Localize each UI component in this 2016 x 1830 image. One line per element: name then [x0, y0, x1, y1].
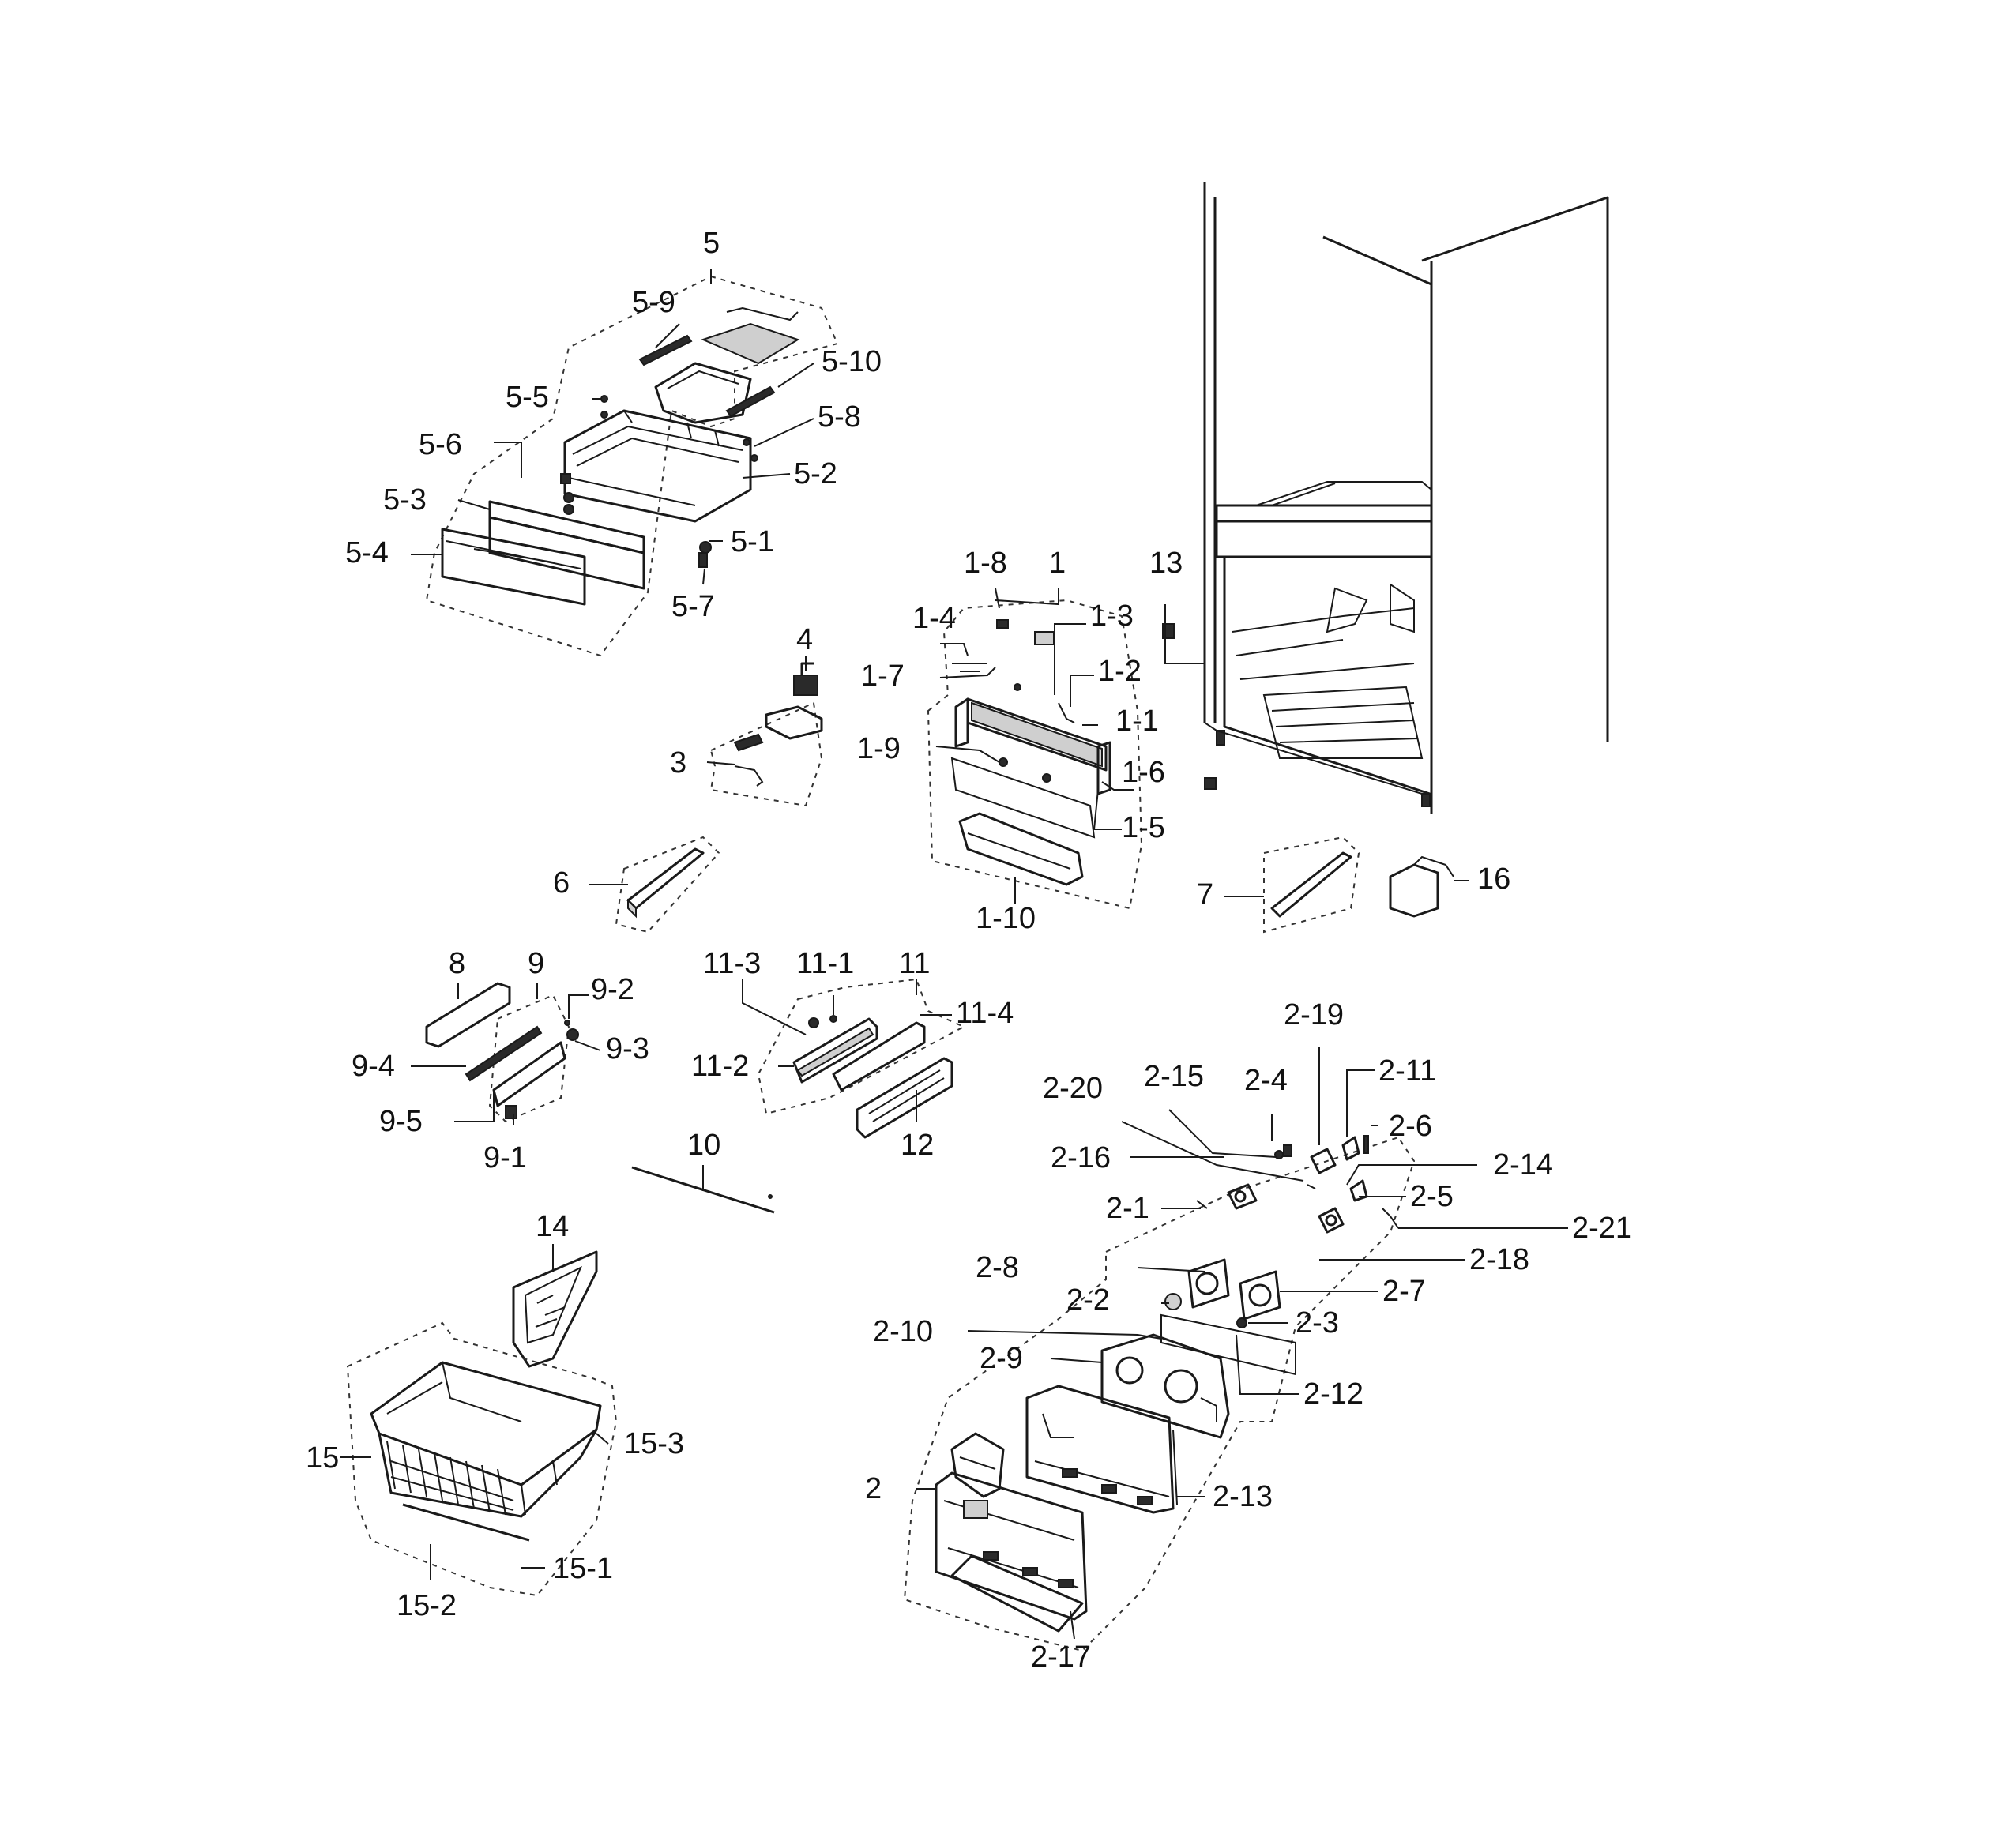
- label-9-1: 9-1: [483, 1141, 527, 1174]
- label-1-10: 1-10: [976, 902, 1036, 935]
- label-11-4: 11-4: [956, 997, 1014, 1030]
- label-2-8: 2-8: [976, 1251, 1019, 1284]
- label-5-3: 5-3: [383, 483, 427, 517]
- label-6: 6: [553, 866, 570, 900]
- label-9-2: 9-2: [591, 973, 634, 1006]
- label-9: 9: [528, 947, 544, 980]
- label-2-13: 2-13: [1213, 1480, 1273, 1513]
- label-2-21: 2-21: [1572, 1212, 1632, 1245]
- label-5-9: 5-9: [632, 286, 675, 319]
- part-13: [1162, 623, 1217, 790]
- part-12: [856, 1057, 953, 1139]
- part-group-3: [709, 662, 823, 807]
- part-group-5: [425, 275, 839, 657]
- label-1-1: 1-1: [1115, 705, 1159, 738]
- part-group-1: [927, 599, 1143, 910]
- label-2-20: 2-20: [1043, 1072, 1103, 1105]
- label-2-15: 2-15: [1144, 1060, 1204, 1093]
- part-group-7: [1263, 836, 1360, 934]
- label-2-4: 2-4: [1244, 1064, 1288, 1097]
- label-2-2: 2-2: [1066, 1283, 1110, 1317]
- label-2-11: 2-11: [1378, 1054, 1436, 1088]
- label-2-18: 2-18: [1469, 1243, 1529, 1276]
- label-1-9: 1-9: [857, 732, 901, 765]
- label-5-6: 5-6: [419, 428, 462, 461]
- label-13: 13: [1149, 547, 1183, 580]
- label-3: 3: [670, 746, 686, 780]
- part-group-8: [425, 982, 511, 1048]
- label-15-2: 15-2: [397, 1589, 457, 1622]
- label-5-5: 5-5: [506, 381, 549, 414]
- label-15-1: 15-1: [553, 1552, 613, 1585]
- label-1-3: 1-3: [1090, 599, 1134, 633]
- label-5-7: 5-7: [671, 590, 715, 623]
- label-15: 15: [306, 1441, 339, 1475]
- label-1-6: 1-6: [1122, 756, 1165, 789]
- part-group-11: [757, 978, 966, 1115]
- leader-lines: [340, 269, 1568, 1640]
- label-2-16: 2-16: [1051, 1141, 1111, 1174]
- label-9-4: 9-4: [352, 1050, 395, 1083]
- label-11-3: 11-3: [703, 947, 761, 980]
- label-2-1: 2-1: [1106, 1192, 1149, 1225]
- label-11: 11: [899, 947, 930, 980]
- part-group-9: [465, 994, 579, 1123]
- label-1-5: 1-5: [1122, 811, 1165, 844]
- label-1-4: 1-4: [912, 602, 956, 635]
- label-2-10: 2-10: [873, 1315, 933, 1348]
- label-7: 7: [1197, 878, 1213, 911]
- label-10: 10: [687, 1129, 720, 1162]
- label-2-14: 2-14: [1493, 1148, 1553, 1182]
- label-5-1: 5-1: [731, 525, 774, 558]
- part-group-2: [903, 1135, 1416, 1652]
- refrigerator-cabinet: [1203, 182, 1609, 814]
- label-1: 1: [1049, 547, 1066, 580]
- label-2-3: 2-3: [1296, 1306, 1339, 1340]
- label-1-2: 1-2: [1098, 655, 1142, 688]
- part-14: [512, 1250, 598, 1368]
- label-5-8: 5-8: [818, 400, 861, 434]
- label-2-19: 2-19: [1284, 998, 1344, 1031]
- label-16: 16: [1477, 862, 1510, 896]
- label-1-7: 1-7: [861, 659, 905, 693]
- label-9-3: 9-3: [606, 1032, 649, 1065]
- label-14: 14: [536, 1210, 569, 1243]
- label-2-5: 2-5: [1410, 1180, 1454, 1213]
- label-11-2: 11-2: [691, 1050, 749, 1083]
- label-5: 5: [703, 227, 720, 260]
- label-9-5: 9-5: [379, 1105, 423, 1138]
- label-2-17: 2-17: [1031, 1640, 1091, 1674]
- label-2-9: 2-9: [980, 1342, 1023, 1375]
- label-8: 8: [449, 947, 465, 980]
- label-2-7: 2-7: [1382, 1275, 1426, 1308]
- label-2: 2: [865, 1472, 882, 1505]
- label-15-3: 15-3: [624, 1427, 684, 1460]
- label-1-8: 1-8: [964, 547, 1007, 580]
- label-2-12: 2-12: [1303, 1377, 1363, 1411]
- label-5-2: 5-2: [794, 457, 837, 490]
- label-5-10: 5-10: [822, 345, 882, 378]
- label-4: 4: [796, 623, 813, 656]
- label-2-6: 2-6: [1389, 1110, 1432, 1143]
- part-group-6: [615, 836, 720, 934]
- part-group-15: [346, 1321, 618, 1597]
- callout-labels: 5 5-9 5-10 5-5 5-8 5-6 5-2 5-3 5-1 5-4 5…: [306, 227, 1632, 1674]
- label-11-1: 11-1: [796, 947, 854, 980]
- label-5-4: 5-4: [345, 536, 389, 569]
- part-16: [1389, 855, 1454, 918]
- label-12: 12: [901, 1129, 934, 1162]
